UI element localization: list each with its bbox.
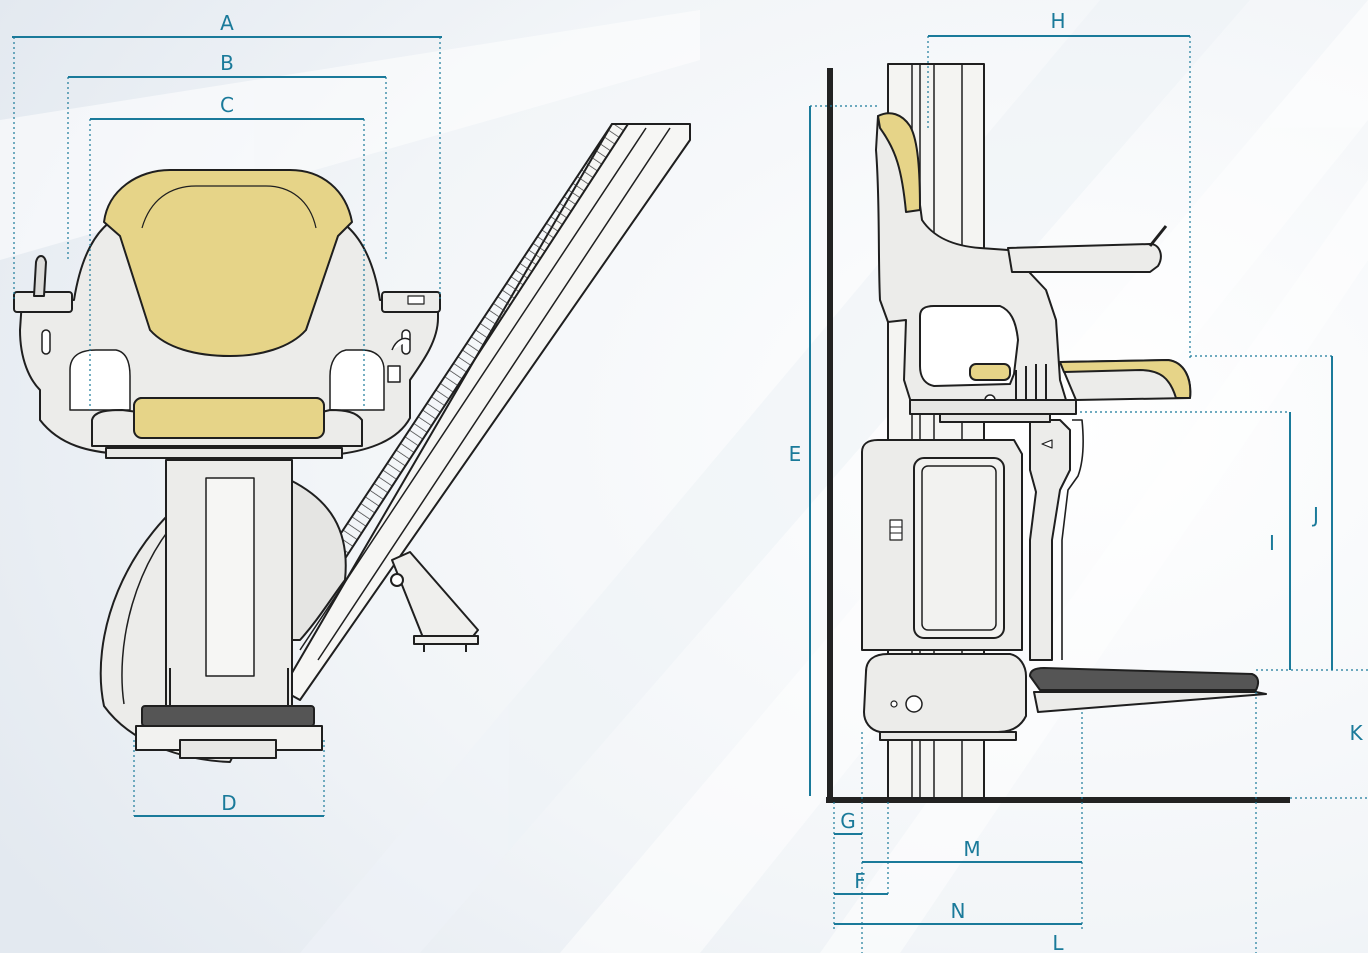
label-l: L <box>1052 931 1064 953</box>
side-armrest <box>1007 243 1162 273</box>
label-i: I <box>1269 531 1275 555</box>
label-f: F <box>854 869 866 893</box>
dimension-labels: A B C D E F G H I J K L M N <box>220 9 1363 953</box>
label-c: C <box>220 93 234 117</box>
label-a: A <box>220 11 234 35</box>
label-g: G <box>840 809 856 833</box>
label-k: K <box>1349 721 1363 745</box>
backrest-cushion <box>103 169 353 357</box>
label-h: H <box>1050 9 1065 33</box>
label-e: E <box>789 442 802 466</box>
label-b: B <box>220 51 234 75</box>
joystick-icon <box>33 255 47 297</box>
side-lower-unit <box>863 653 1027 733</box>
side-seat-cushion <box>1059 359 1192 399</box>
rail <box>281 123 691 701</box>
side-backrest-cushion <box>877 112 921 213</box>
rail-bracket <box>390 551 479 652</box>
front-view <box>13 123 691 763</box>
label-d: D <box>221 791 236 815</box>
side-dimensions <box>809 35 1368 953</box>
side-footplate <box>1029 667 1260 691</box>
front-dimensions <box>12 36 442 817</box>
label-n: N <box>951 899 966 923</box>
label-m: M <box>963 837 980 861</box>
footrest-front <box>141 705 315 727</box>
seat-latch-icon <box>387 337 411 383</box>
side-column <box>1029 419 1071 661</box>
label-j: J <box>1311 503 1319 527</box>
side-view <box>826 63 1290 803</box>
